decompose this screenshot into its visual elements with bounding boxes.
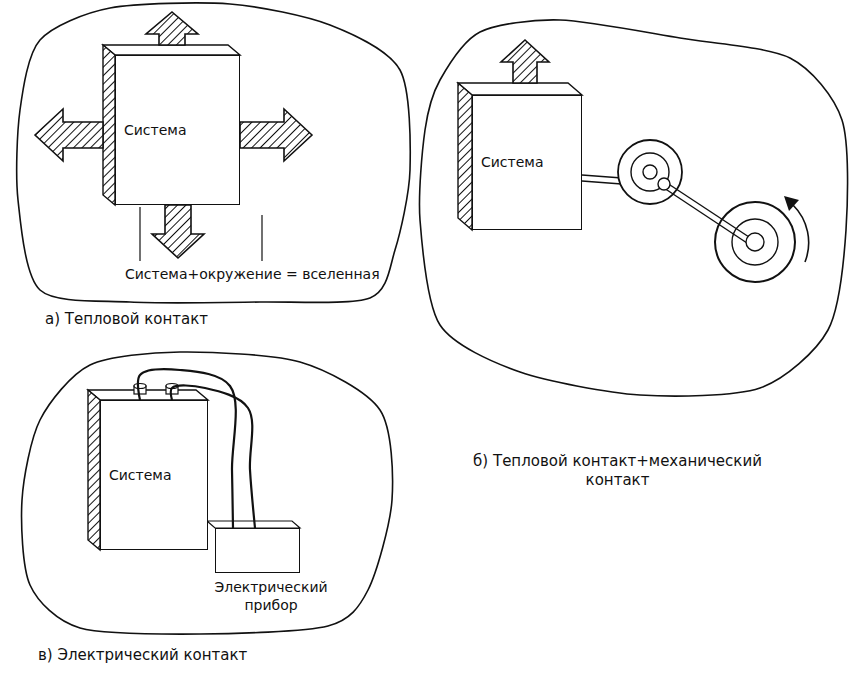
node-label: Система <box>481 154 543 171</box>
wheel-axle <box>746 233 764 251</box>
box-side-face <box>88 390 100 550</box>
box-side-face <box>458 83 472 230</box>
crank-link <box>664 181 752 239</box>
device-box: Электрический прибор <box>215 528 300 573</box>
node-label: Система <box>124 122 186 139</box>
caption: б) Тепловой контакт+механический контакт <box>445 452 790 490</box>
box-top-face <box>103 45 240 55</box>
leader-line <box>261 215 262 261</box>
surroundings-outline <box>17 3 411 303</box>
heat-arrow <box>240 109 312 161</box>
surroundings-outline <box>22 352 393 634</box>
crank-pin <box>658 178 670 190</box>
wheel-hub <box>732 219 778 265</box>
box-top-face <box>88 390 208 400</box>
annotation: Система+окружение = вселенная <box>125 266 405 284</box>
caption: а) Тепловой контакт <box>45 310 345 329</box>
wheel <box>715 202 795 282</box>
terminal <box>134 384 146 389</box>
surroundings-outline <box>419 20 847 396</box>
rotation-arrowhead <box>784 196 799 211</box>
heat-arrow <box>152 205 204 258</box>
leader-line <box>139 207 140 261</box>
wheel-axle <box>643 165 657 179</box>
rotation-arrow <box>793 205 809 262</box>
crank-link <box>664 188 750 245</box>
caption: в) Электрический контакт <box>38 646 358 665</box>
heat-arrow <box>501 40 549 83</box>
node-label: Система <box>109 467 171 484</box>
system-box: Система <box>472 95 582 230</box>
heat-arrow <box>35 109 103 161</box>
box-side-face <box>103 45 115 205</box>
system-box: Система <box>100 400 208 550</box>
wheel-hub <box>631 153 669 191</box>
box-top-face <box>458 83 582 95</box>
node-label: Электрический прибор <box>206 579 336 614</box>
system-box: Система <box>115 55 240 205</box>
heat-arrow <box>146 12 198 45</box>
